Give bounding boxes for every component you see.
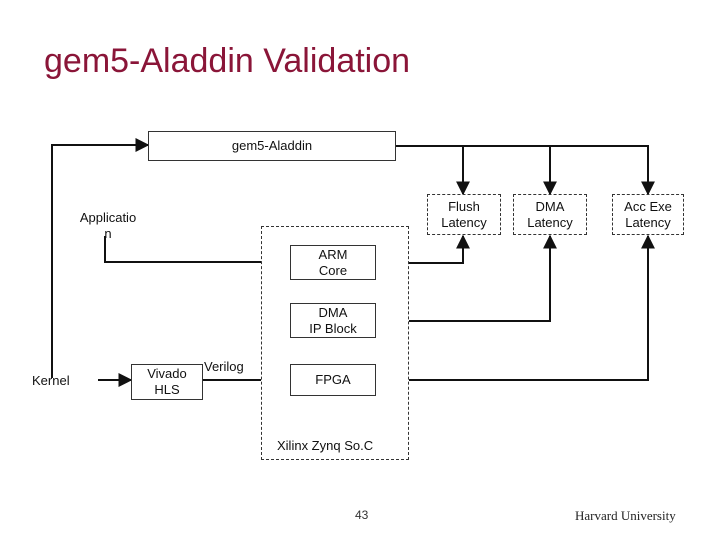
fpga-to-accexe-wire	[376, 234, 655, 381]
app-to-arm-wire	[104, 236, 292, 269]
dma-ip-block-label: DMA IP Block	[309, 304, 357, 336]
slide-title: gem5-Aladdin Validation	[44, 42, 411, 80]
arm-core-box: ARM Core	[290, 245, 376, 280]
gem5-aladdin-box: gem5-Aladdin	[148, 131, 396, 161]
dma-ip-block-box: DMA IP Block	[290, 303, 376, 338]
acc-exe-latency-label: Acc Exe Latency	[624, 198, 672, 230]
arm-core-label: ARM Core	[318, 246, 348, 278]
vivado-hls-box: Vivado HLS	[131, 364, 203, 400]
dma-latency-box: DMA Latency	[513, 194, 587, 235]
gem5-aladdin-label: gem5-Aladdin	[231, 138, 313, 153]
fpga-label: FPGA	[315, 372, 351, 387]
application-label: Applicatio n	[79, 210, 137, 241]
fpga-box: FPGA	[290, 364, 376, 396]
page-number: 43	[355, 508, 369, 522]
acc-exe-latency-box: Acc Exe Latency	[612, 194, 684, 235]
kernel-to-gem5-wire	[51, 138, 150, 378]
verilog-label: Verilog	[204, 359, 244, 374]
vivado-hls-label: Vivado HLS	[147, 366, 187, 397]
kernel-label: Kernel	[32, 373, 70, 388]
footer-university: Harvard University	[575, 508, 676, 523]
xilinx-zynq-soc-label: Xilinx Zynq So.C	[277, 438, 374, 453]
gem5-to-latency-bus	[396, 145, 655, 196]
flush-latency-box: Flush Latency	[427, 194, 501, 235]
flush-latency-label: Flush Latency	[441, 198, 487, 230]
dma-to-dmalatency-wire	[376, 234, 557, 322]
dma-latency-label: DMA Latency	[527, 198, 573, 230]
